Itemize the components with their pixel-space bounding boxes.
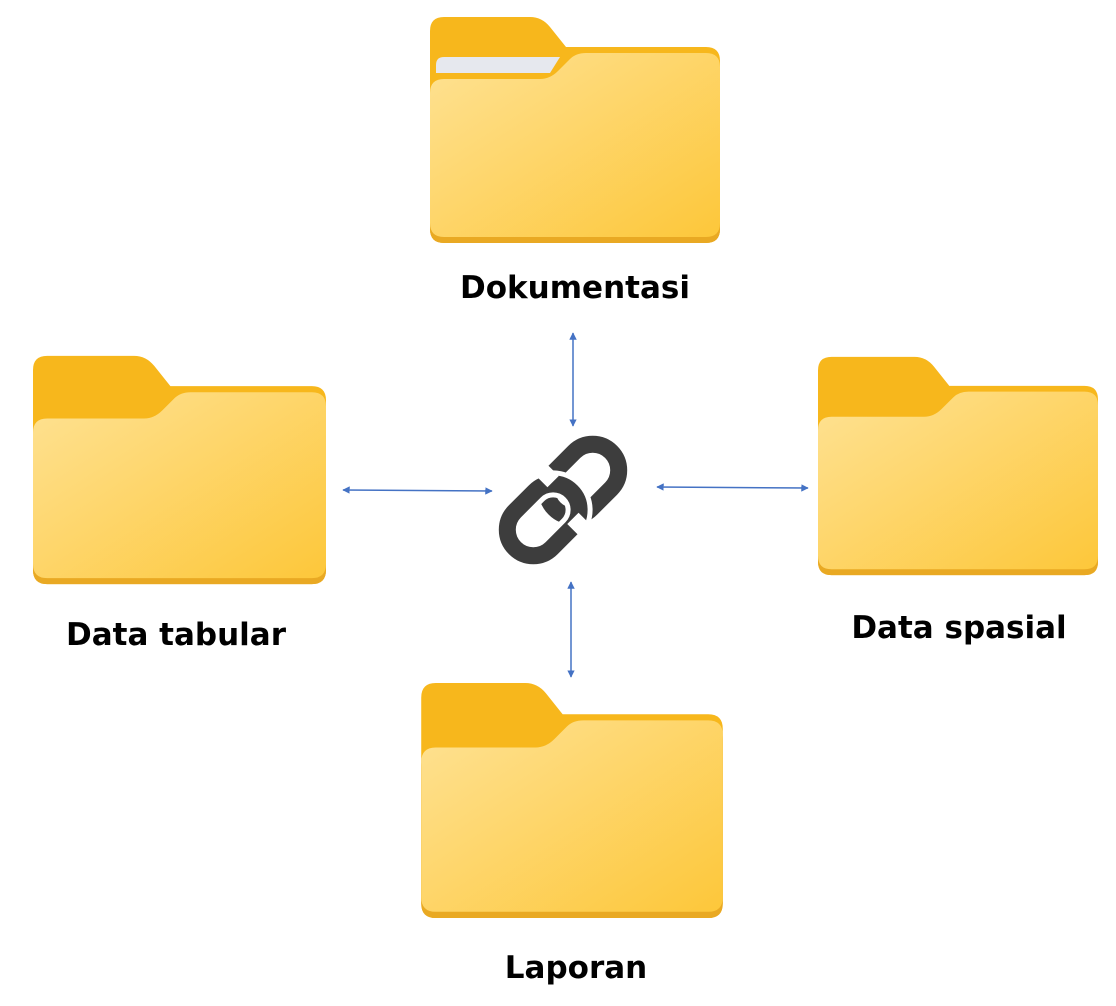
arrow-center-right <box>656 483 809 492</box>
link-icon <box>493 435 628 570</box>
arrow-center-left <box>342 486 493 495</box>
label-data-tabular: Data tabular <box>65 617 286 653</box>
label-data-spasial: Data spasial <box>851 610 1067 646</box>
label-laporan: Laporan <box>504 950 648 986</box>
label-dokumentasi: Dokumentasi <box>460 270 690 306</box>
